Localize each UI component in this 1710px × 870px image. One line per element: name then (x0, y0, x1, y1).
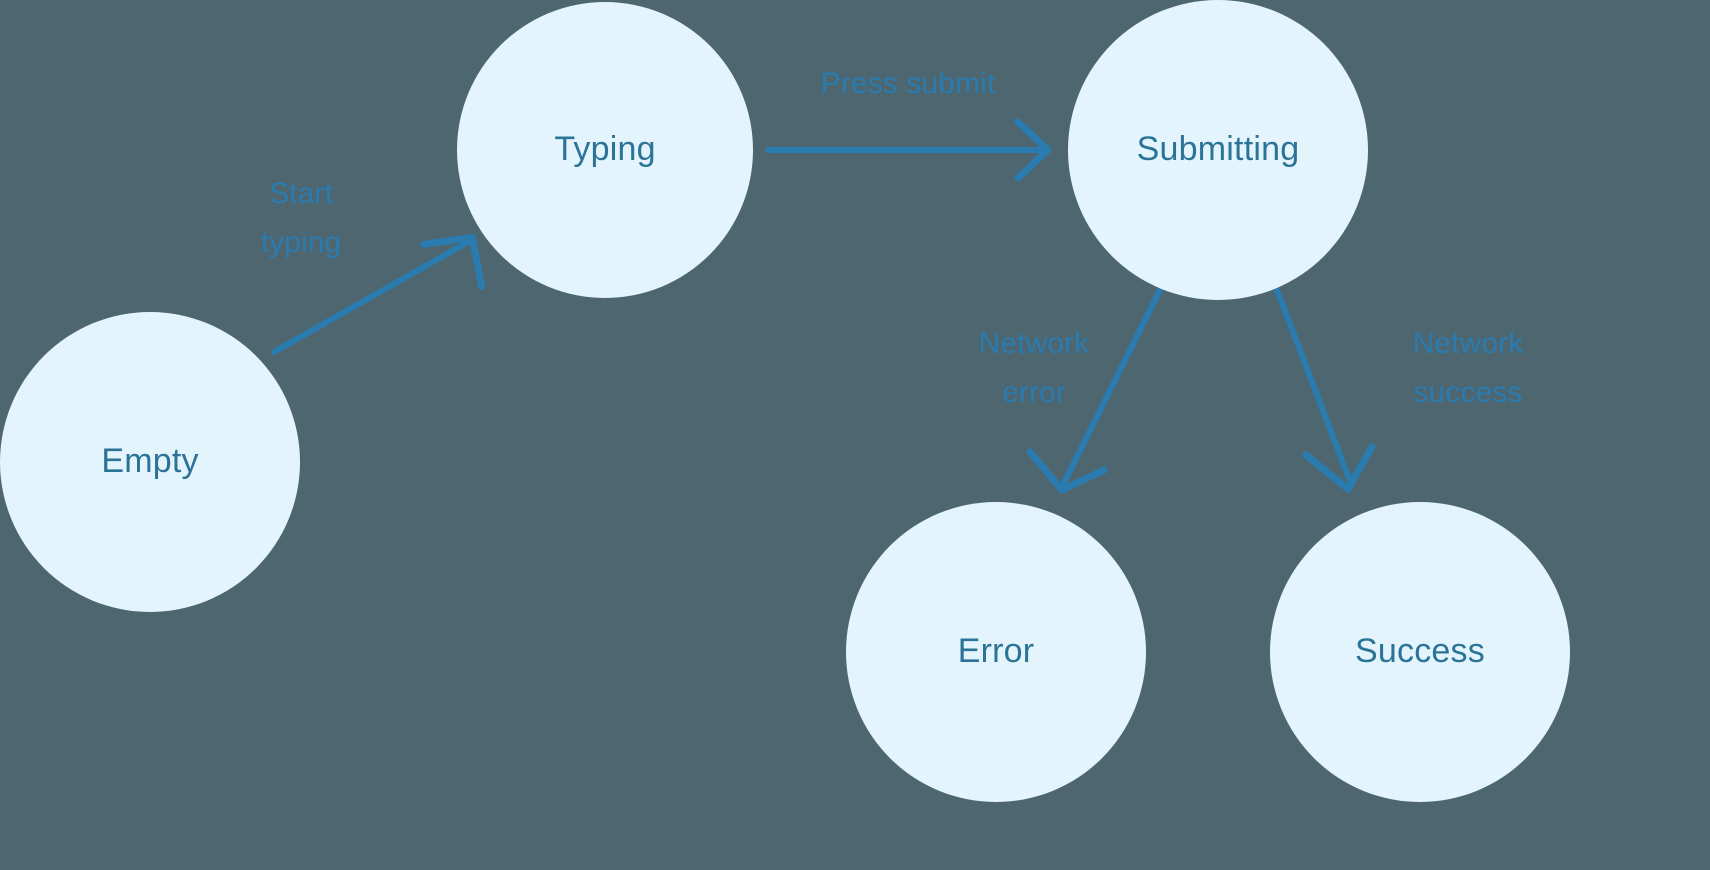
edge-label-press-submit: Press submit (820, 67, 996, 100)
node-success[interactable]: Success (1270, 502, 1570, 802)
edge-submitting-to-error (1026, 287, 1163, 494)
node-submitting-label: Submitting (1136, 130, 1300, 169)
edge-empty-to-typing (271, 233, 486, 355)
node-empty[interactable]: Empty (0, 312, 300, 612)
node-empty-label: Empty (101, 442, 199, 481)
edge-submitting-to-success (1274, 287, 1376, 493)
node-error[interactable]: Error (846, 502, 1146, 802)
edge-label-network-error: Network error (978, 327, 1090, 409)
edge-typing-to-submitting (765, 118, 1052, 182)
node-success-label: Success (1355, 632, 1485, 671)
edge-label-network-success: Network success (1412, 327, 1524, 409)
node-submitting[interactable]: Submitting (1068, 0, 1368, 300)
node-typing[interactable]: Typing (457, 2, 753, 298)
edge-label-start-typing: Start typing (260, 177, 342, 259)
node-error-label: Error (957, 632, 1035, 671)
node-typing-label: Typing (554, 130, 656, 169)
